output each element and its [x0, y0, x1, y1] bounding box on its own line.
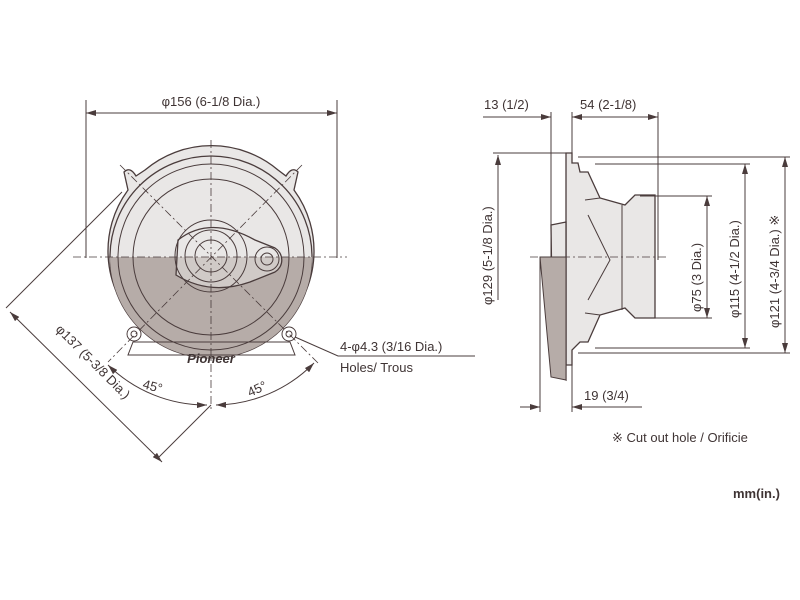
magnet-diameter-label: φ75 (3 Dia.) [689, 243, 704, 312]
hole-circle-diameter-label: φ137 (5-3/8 Dia.) [53, 322, 133, 402]
cutout-note: ※ Cut out hole / Orificie [612, 430, 748, 445]
mount-depth-label: 54 (2-1/8) [580, 97, 636, 112]
side-view: 13 (1/2) 54 (2-1/8) φ129 (5-1/8 Dia.) φ7… [480, 97, 790, 412]
angle-arc-left [107, 364, 208, 409]
holes-spec-label: 4-φ4.3 (3/16 Dia.) [340, 339, 442, 354]
angle-arc-right [215, 362, 315, 408]
angle-left-label: 45° [141, 376, 164, 396]
holes-leader-line [294, 336, 475, 357]
hole-circle-dimension-line [9, 311, 163, 463]
front-view: φ156 (6-1/8 Dia.) Pioneer [5, 94, 475, 463]
pioneer-logo: Pioneer [187, 351, 236, 366]
flange-depth-label: 13 (1/2) [484, 97, 529, 112]
mount-hole [126, 326, 142, 342]
mount-hole [281, 326, 297, 342]
outer-diameter-label: φ156 (6-1/8 Dia.) [162, 94, 261, 109]
angle-right-label: 45° [245, 378, 269, 400]
flange-diameter-label: φ129 (5-1/8 Dia.) [480, 206, 495, 305]
holes-label: Holes/ Trous [340, 360, 413, 375]
cutout-diameter-label: φ121 (4-3/4 Dia.) ※ [767, 215, 782, 328]
speaker-side [539, 152, 656, 382]
basket-diameter-label: φ115 (4-1/2 Dia.) [727, 220, 742, 318]
units-label: mm(in.) [733, 486, 780, 501]
front-protrusion-label: 19 (3/4) [584, 388, 629, 403]
